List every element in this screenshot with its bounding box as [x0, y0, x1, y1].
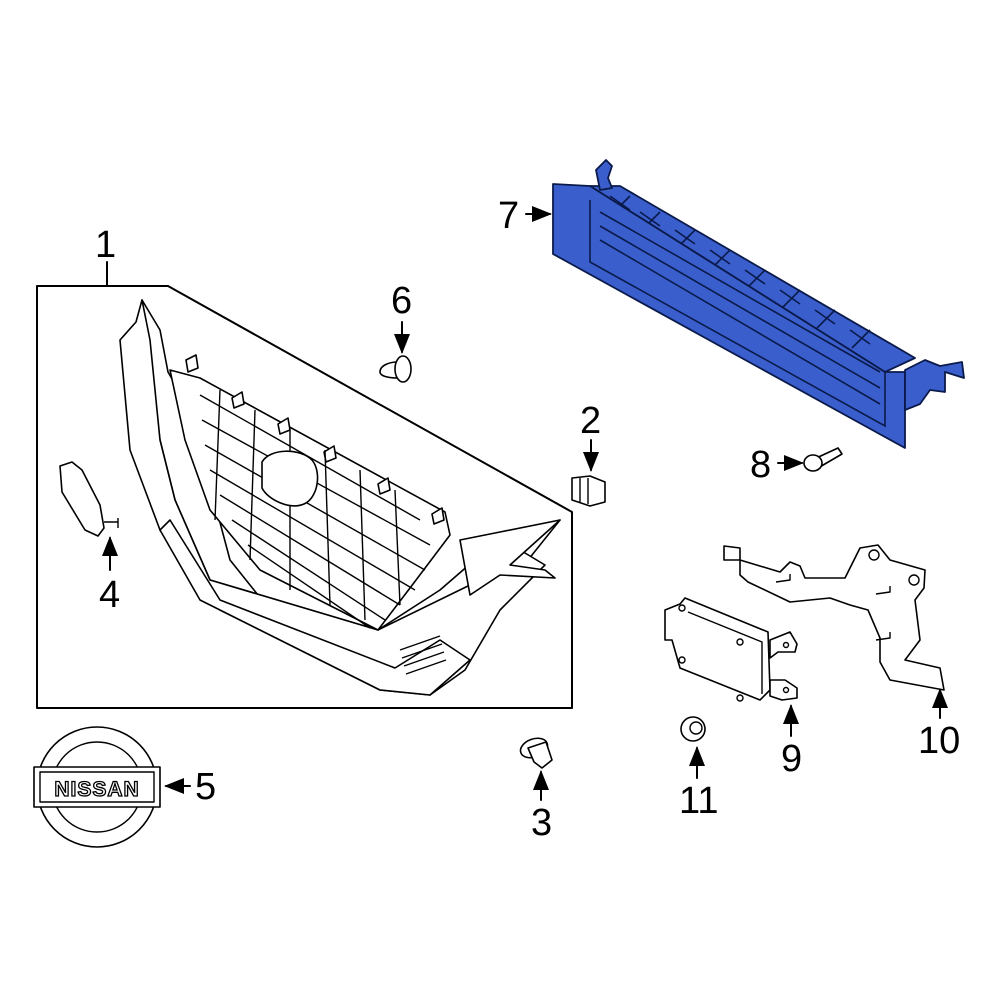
nut[interactable]: [680, 716, 706, 742]
clip[interactable]: [571, 475, 606, 507]
callout-7[interactable]: 7: [498, 195, 520, 237]
pin-fastener[interactable]: [379, 355, 412, 383]
grille-mesh: [199, 389, 431, 629]
radar-sensor-module[interactable]: [664, 597, 798, 702]
callout-8[interactable]: 8: [750, 444, 772, 486]
callout-10[interactable]: 10: [918, 720, 961, 762]
callout-5[interactable]: 5: [195, 766, 217, 808]
callout-4[interactable]: 4: [99, 574, 121, 616]
callout-6[interactable]: 6: [391, 280, 413, 322]
emblem-text: NISSAN: [54, 778, 139, 801]
nissan-emblem[interactable]: NISSAN: [33, 726, 161, 848]
grille-assembly[interactable]: [119, 299, 561, 696]
grille-side-cover[interactable]: [59, 461, 119, 537]
callout-11[interactable]: 11: [679, 780, 719, 822]
callout-9[interactable]: 9: [781, 738, 803, 780]
callout-2[interactable]: 2: [580, 400, 602, 442]
bolt[interactable]: [803, 447, 843, 472]
callout-3[interactable]: 3: [531, 802, 553, 844]
callout-1[interactable]: 1: [95, 224, 117, 266]
grille-assembly-frame: [36, 261, 573, 709]
sensor-bracket[interactable]: [723, 544, 945, 691]
air-deflector-shutter[interactable]: [552, 159, 965, 449]
push-retainer[interactable]: [518, 735, 553, 769]
